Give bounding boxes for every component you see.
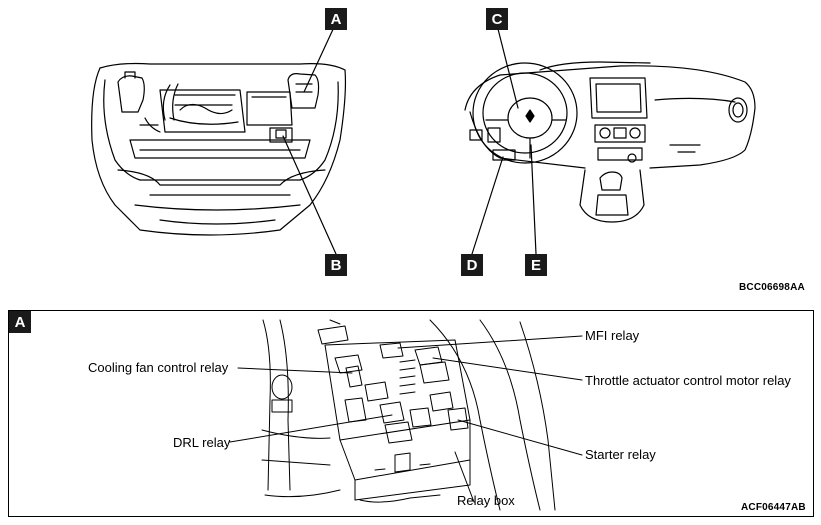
label-throttle-relay: Throttle actuator control motor relay bbox=[585, 373, 791, 388]
leader-throttle-relay bbox=[432, 357, 583, 381]
detail-panel-tag: A bbox=[9, 311, 31, 333]
leader-b bbox=[282, 135, 337, 255]
callout-a: A bbox=[325, 8, 347, 30]
label-mfi-relay: MFI relay bbox=[585, 328, 640, 343]
leader-e bbox=[530, 144, 537, 255]
callout-e: E bbox=[525, 254, 547, 276]
leader-mfi-relay bbox=[397, 335, 583, 349]
throttle-relay-shape bbox=[419, 361, 450, 384]
detail-figure-code: ACF06447AB bbox=[741, 502, 806, 513]
leader-relay-box bbox=[454, 451, 475, 503]
leader-drl-relay bbox=[229, 414, 393, 443]
leader-a bbox=[303, 24, 336, 93]
label-drl-relay: DRL relay bbox=[173, 435, 231, 450]
leader-starter-relay bbox=[457, 419, 583, 456]
detail-panel-frame bbox=[8, 310, 814, 517]
dashboard-illustration bbox=[464, 61, 756, 223]
label-relay-box: Relay box bbox=[457, 493, 515, 508]
cooling-fan-relay-shape bbox=[334, 354, 363, 374]
callout-d: D bbox=[461, 254, 483, 276]
label-cooling-fan-relay: Cooling fan control relay bbox=[88, 360, 229, 375]
top-figure-code: BCC06698AA bbox=[739, 282, 805, 293]
relay-box-illustration bbox=[261, 319, 556, 511]
callout-b: B bbox=[325, 254, 347, 276]
leader-cooling-fan-relay bbox=[237, 367, 353, 374]
leader-d bbox=[471, 156, 504, 255]
label-starter-relay: Starter relay bbox=[585, 447, 656, 462]
engine-compartment-illustration bbox=[91, 62, 347, 236]
callout-c: C bbox=[486, 8, 508, 30]
starter-relay-shape bbox=[447, 407, 469, 431]
leader-c bbox=[496, 24, 519, 109]
mfi-relay-shape bbox=[379, 342, 404, 359]
